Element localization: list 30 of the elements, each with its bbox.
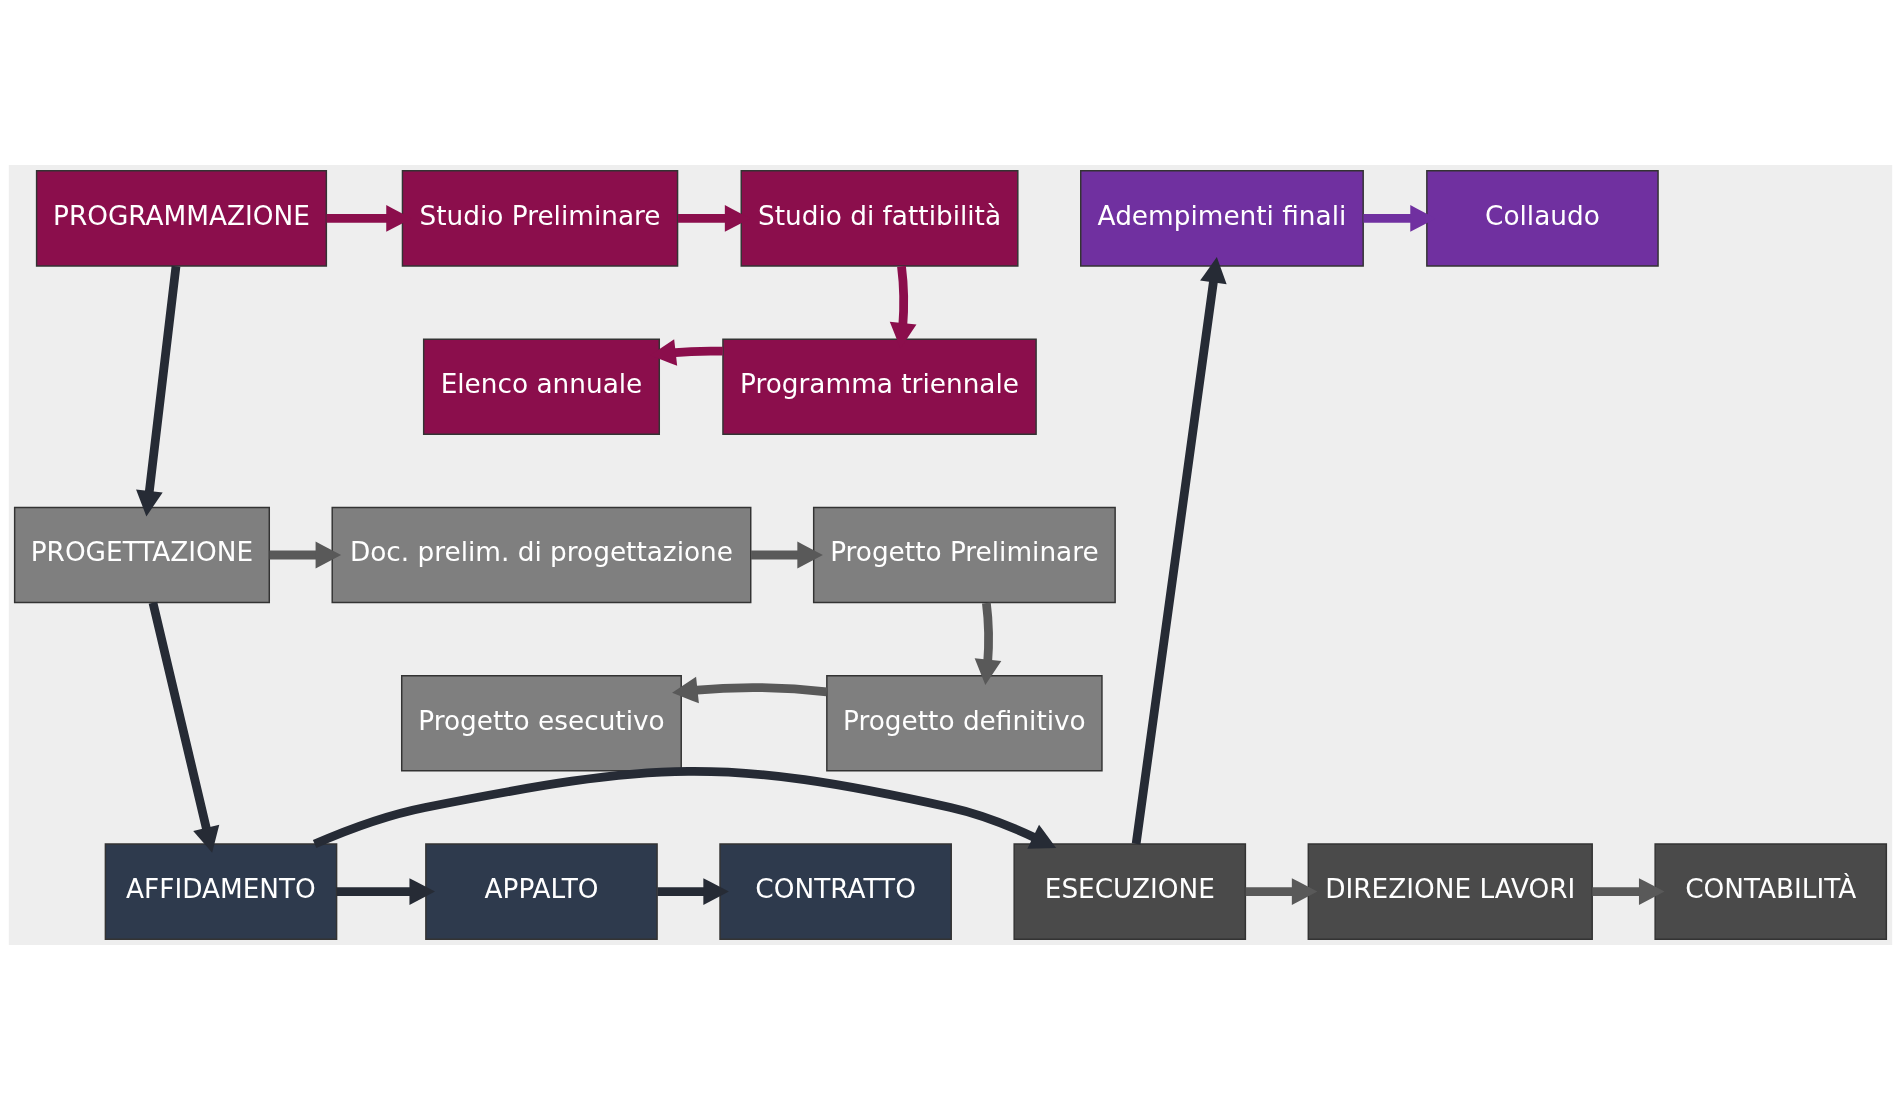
node-box: Doc. prelim. di progettazione: [331, 506, 752, 603]
node-box: CONTABILITÀ: [1654, 842, 1888, 940]
node-box: PROGETTAZIONE: [13, 506, 270, 603]
node-box: Elenco annuale: [422, 337, 660, 435]
arrow: [312, 766, 1057, 849]
node-box: Progetto definitivo: [826, 674, 1103, 772]
arrow: [974, 601, 1002, 685]
node-box: AFFIDAMENTO: [104, 842, 338, 940]
node-box: Progetto esecutivo: [401, 674, 682, 772]
node-box: Studio di fattibilità: [740, 169, 1019, 267]
node-box: Collaudo: [1426, 169, 1659, 267]
node-box: Programma triennale: [722, 337, 1037, 435]
arrow: [336, 877, 435, 905]
arrow: [1245, 877, 1318, 905]
node-box: CONTRATTO: [719, 842, 952, 940]
arrow: [136, 265, 181, 516]
node-box: ESECUZIONE: [1013, 842, 1247, 940]
arrow: [657, 877, 729, 905]
node-box: APPALTO: [425, 842, 658, 940]
arrow: [269, 541, 342, 568]
arrow: [750, 541, 823, 568]
arrow: [672, 676, 828, 703]
arrow: [1592, 877, 1665, 905]
node-box: Studio Preliminare: [401, 169, 679, 267]
node-box: PROGRAMMAZIONE: [35, 169, 328, 267]
node-box: DIREZIONE LAVORI: [1307, 842, 1593, 940]
node-box: Adempimenti finali: [1080, 169, 1364, 267]
arrow: [1131, 256, 1227, 844]
arrow: [148, 601, 220, 853]
node-box: Progetto Preliminare: [812, 506, 1116, 603]
